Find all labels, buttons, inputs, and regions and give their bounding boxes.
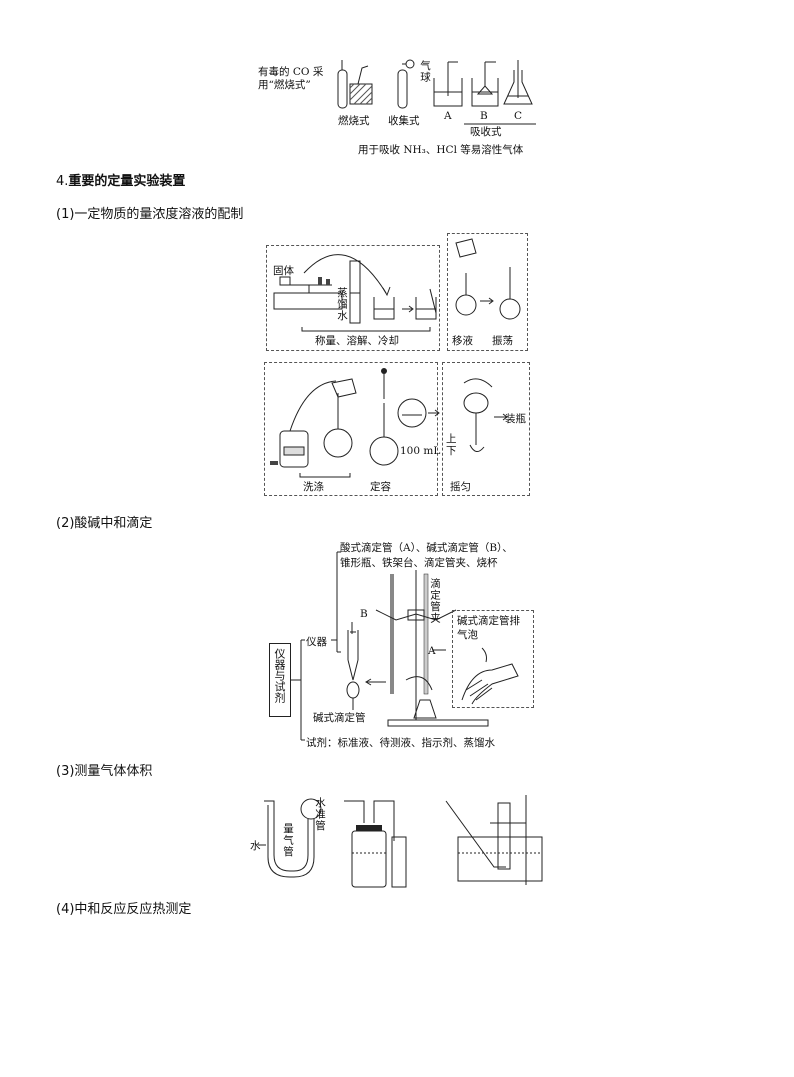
wash-label: 洗涤 (303, 481, 324, 493)
collect-label: 收集式 (388, 115, 420, 127)
instruments-label: 仪器 (306, 636, 327, 648)
sub2-heading: (2)酸碱中和滴定 (56, 516, 153, 531)
gas-absorption-figure: 有毒的 CO 采用“燃烧式” 燃烧式 收集式 气球 A B C 吸收式 用于吸收… (258, 58, 538, 158)
wash-fix-box (264, 362, 438, 496)
weigh-dissolve-cool-label: 称量、溶解、冷却 (315, 335, 399, 347)
soluble-gas-note: 用于吸收 NH₃、HCl 等易溶性气体 (358, 144, 524, 156)
balloon-label: 气球 (419, 60, 431, 83)
reagents-label: 试剂：标准液、待测液、指示剂、蒸馏水 (306, 737, 495, 749)
titration-bracket (291, 551, 341, 741)
upper-label: 上 (446, 433, 457, 445)
base-burette-label: 碱式滴定管 (313, 712, 366, 724)
instruments-line-1: 酸式滴定管（A）、碱式滴定管（B）、 (340, 542, 513, 554)
titration-drawing (346, 570, 489, 727)
preparation-drawing (270, 238, 521, 478)
section-4-number: 4. (56, 174, 69, 189)
letter-c: C (514, 110, 523, 122)
volume-mark-label: 100 mL (400, 445, 441, 457)
absorb-label: 吸收式 (470, 126, 502, 138)
toxic-co-note: 有毒的 CO 采用“燃烧式” (258, 66, 324, 91)
instruments-line-2: 锥形瓶、铁架台、滴定管夹、烧杯 (340, 557, 498, 569)
lower-label: 下 (446, 445, 457, 457)
mix-box (442, 362, 530, 496)
bubble-drawing (461, 647, 519, 705)
burette-clamp-label: 滴定管夹 (429, 578, 441, 624)
bottle-label: 装瓶 (505, 413, 526, 425)
section-4-title: 重要的定量实验装置 (68, 174, 186, 189)
bubble-label: 碱式滴定管排气泡 (457, 615, 520, 641)
letter-a: A (444, 110, 452, 122)
gas-tube-label: 量气管 (282, 823, 294, 858)
level-tube-label: 水准管 (314, 797, 326, 832)
label-a: A (428, 645, 436, 657)
weigh-dissolve-box (266, 245, 440, 351)
absorption-apparatus-drawing (337, 59, 536, 125)
label-b: B (360, 608, 368, 620)
water-label: 水 (250, 840, 261, 852)
sub3-heading: (3)测量气体体积 (56, 764, 153, 779)
instrument-group-label: 仪器与试剂 (273, 648, 286, 703)
mix-label: 摇匀 (450, 481, 471, 493)
solid-label: 固体 (273, 265, 294, 277)
sub4-heading: (4)中和反应反应热测定 (56, 902, 192, 917)
instrument-group-box: 仪器与试剂 (269, 643, 291, 717)
section-4-heading: 4.重要的定量实验装置 (56, 170, 185, 189)
shake-label: 振荡 (492, 335, 513, 347)
bubble-box (452, 610, 534, 708)
transfer-box (447, 233, 528, 351)
fix-volume-label: 定容 (370, 481, 391, 493)
transfer-label: 移液 (452, 335, 473, 347)
letter-b: B (480, 110, 488, 122)
gas-volume-drawing (258, 795, 543, 888)
burn-label: 燃烧式 (338, 115, 370, 127)
distilled-water-label: 蒸馏水 (336, 287, 348, 322)
sub1-heading: (1)一定物质的量浓度溶液的配制 (56, 207, 244, 222)
